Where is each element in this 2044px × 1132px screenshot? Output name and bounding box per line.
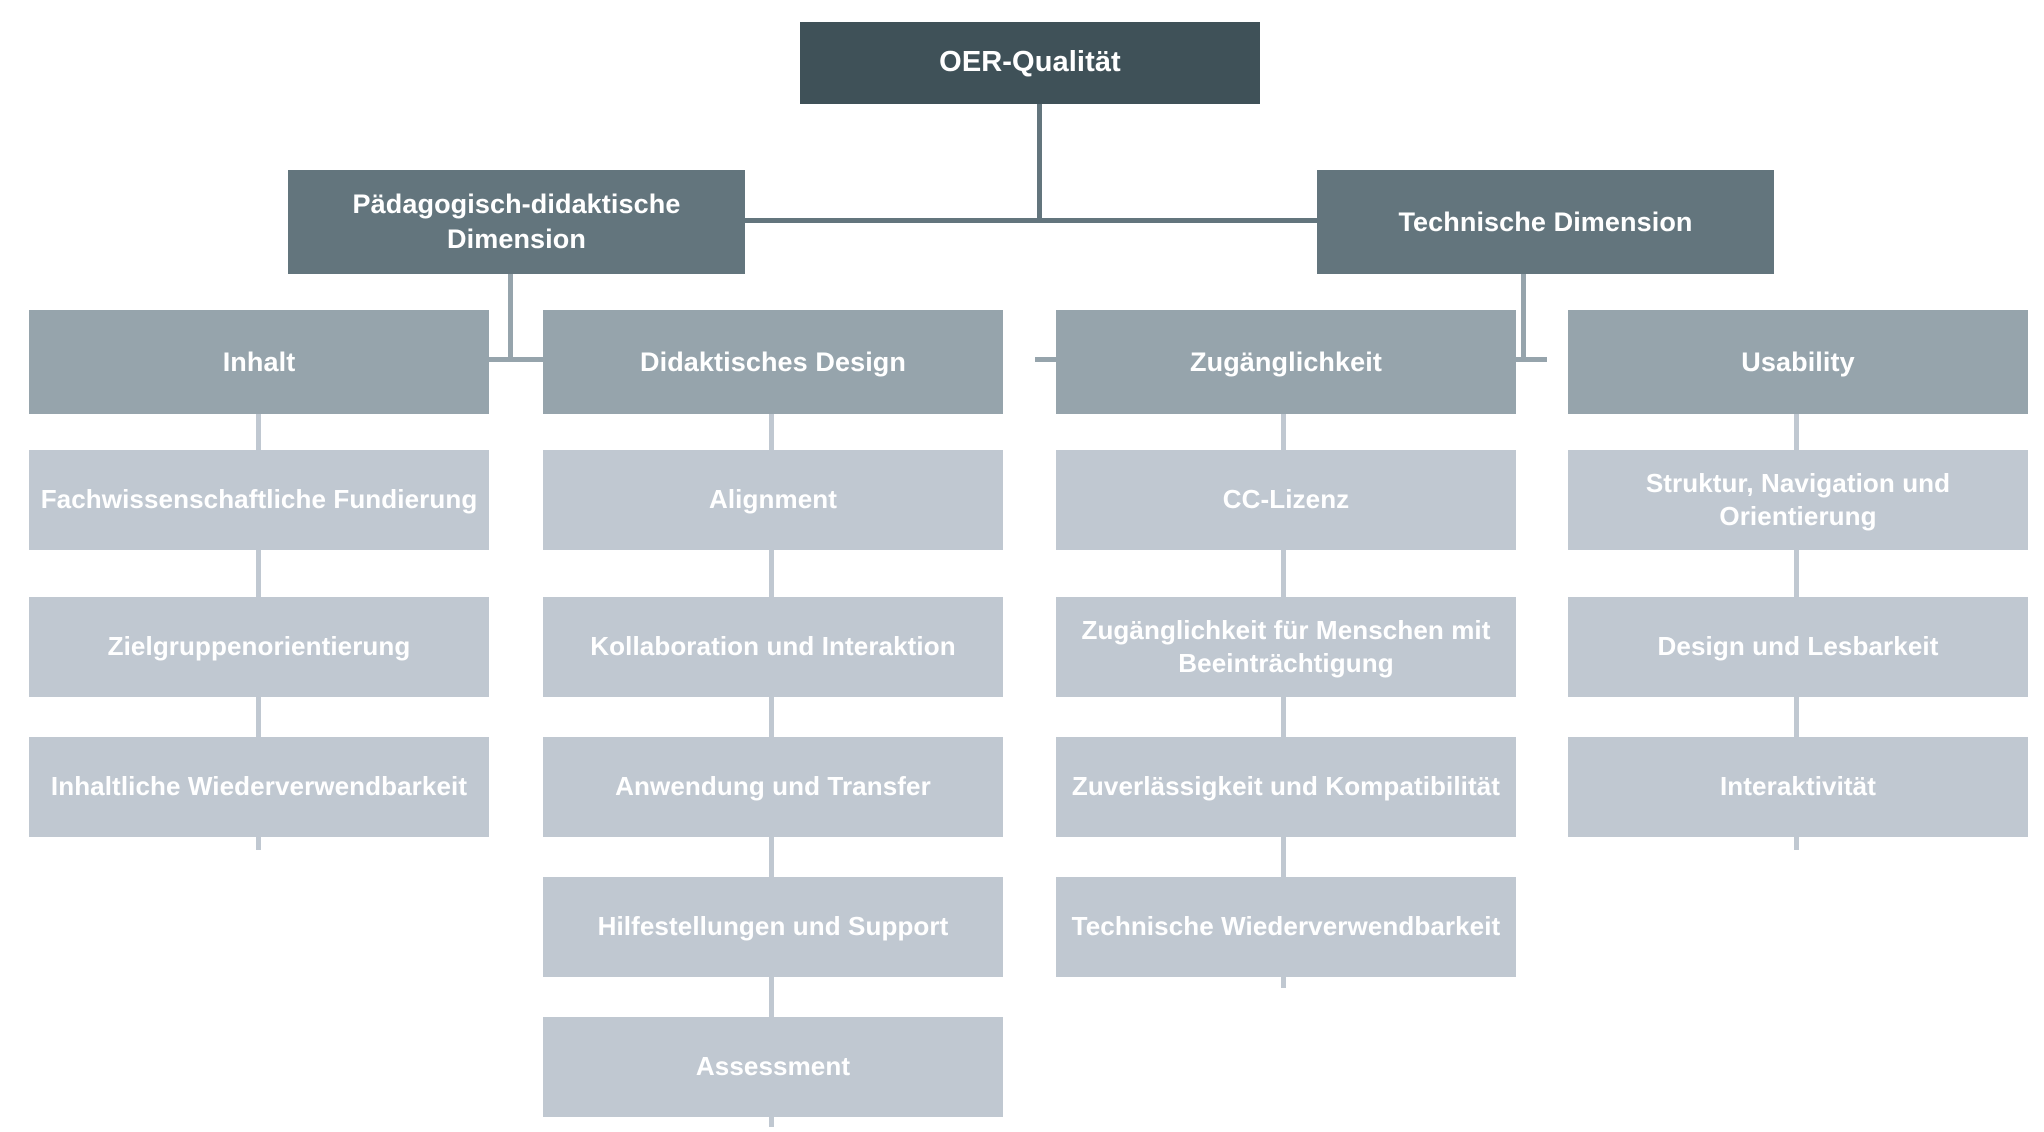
node-label: Usability — [1741, 346, 1855, 377]
node-label: Pädagogisch-didaktische Dimension — [352, 189, 681, 254]
node-interaktivitaet[interactable]: Interaktivität — [1568, 737, 2028, 837]
node-label: Kollaboration und Interaktion — [590, 631, 956, 662]
node-label: Alignment — [708, 484, 837, 515]
node-label: Hilfestellungen und Support — [597, 911, 949, 942]
node-label: Didaktisches Design — [640, 346, 906, 377]
node-label: Zielgruppenorientierung — [107, 631, 411, 662]
connector-left-dimension-down — [508, 273, 513, 361]
node-label: Struktur, Navigation und Orientierung — [1645, 467, 1951, 531]
node-label: Interaktivität — [1719, 771, 1876, 802]
node-label: Technische Dimension — [1398, 206, 1693, 237]
node-anwendung-und-transfer[interactable]: Anwendung und Transfer — [543, 737, 1003, 837]
node-kollaboration-und-interaktion[interactable]: Kollaboration und Interaktion — [543, 597, 1003, 697]
connector-left-category-spine — [258, 357, 770, 362]
node-zuverlaessigkeit-und-kompatibilitaet[interactable]: Zuverlässigkeit und Kompatibilität — [1056, 737, 1516, 837]
node-inhalt[interactable]: Inhalt — [29, 310, 489, 414]
node-struktur-navigation-und-orientierung[interactable]: Struktur, Navigation und Orientierung — [1568, 450, 2028, 550]
node-label: Fachwissenschaftliche Fundierung — [40, 484, 478, 515]
node-oer-qualitaet[interactable]: OER-Qualität — [800, 22, 1260, 104]
node-zugaenglichkeit[interactable]: Zugänglichkeit — [1056, 310, 1516, 414]
node-label: Technische Wiederverwendbarkeit — [1071, 911, 1501, 942]
node-alignment[interactable]: Alignment — [543, 450, 1003, 550]
connector-right-dimension-down — [1521, 273, 1526, 361]
node-assessment[interactable]: Assessment — [543, 1017, 1003, 1117]
node-label: Zuverlässigkeit und Kompatibilität — [1071, 771, 1501, 802]
node-label: Anwendung und Transfer — [615, 771, 931, 802]
node-label: Design und Lesbarkeit — [1657, 631, 1939, 662]
node-label: Zugänglichkeit für Menschen mit Beeinträ… — [1081, 614, 1491, 678]
node-label: Assessment — [695, 1051, 851, 1082]
node-design-und-lesbarkeit[interactable]: Design und Lesbarkeit — [1568, 597, 2028, 697]
node-zielgruppenorientierung[interactable]: Zielgruppenorientierung — [29, 597, 489, 697]
node-technische-wiederverwendbarkeit[interactable]: Technische Wiederverwendbarkeit — [1056, 877, 1516, 977]
node-fachwissenschaftliche-fundierung[interactable]: Fachwissenschaftliche Fundierung — [29, 450, 489, 550]
node-label: Inhaltliche Wiederverwendbarkeit — [50, 771, 468, 802]
node-didaktisches-design[interactable]: Didaktisches Design — [543, 310, 1003, 414]
node-usability[interactable]: Usability — [1568, 310, 2028, 414]
connector-level2-spine — [561, 218, 1521, 223]
connector-root-down — [1037, 103, 1042, 222]
node-label: OER-Qualität — [939, 46, 1121, 79]
node-label: Inhalt — [222, 346, 296, 377]
node-label: Zugänglichkeit — [1190, 346, 1382, 377]
node-inhaltliche-wiederverwendbarkeit[interactable]: Inhaltliche Wiederverwendbarkeit — [29, 737, 489, 837]
node-hilfestellungen-und-support[interactable]: Hilfestellungen und Support — [543, 877, 1003, 977]
node-cc-lizenz[interactable]: CC-Lizenz — [1056, 450, 1516, 550]
node-zugaenglichkeit-fuer-menschen-mit-beeintraechtigung[interactable]: Zugänglichkeit für Menschen mit Beeinträ… — [1056, 597, 1516, 697]
node-technische-dimension[interactable]: Technische Dimension — [1317, 170, 1774, 274]
node-label: CC-Lizenz — [1222, 484, 1350, 515]
node-paedagogisch-didaktische-dimension[interactable]: Pädagogisch-didaktische Dimension — [288, 170, 745, 274]
